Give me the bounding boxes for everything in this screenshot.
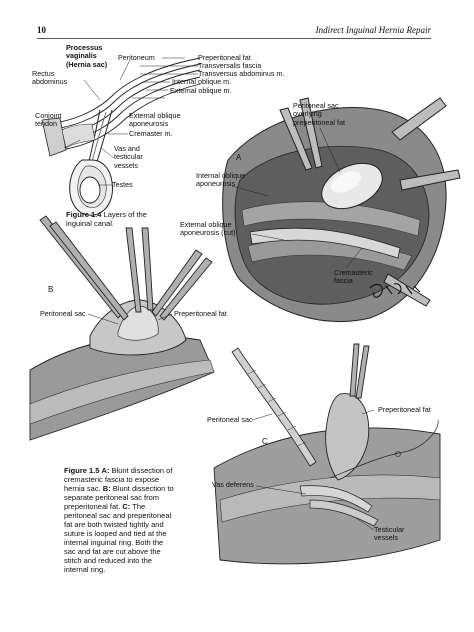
panel-b-letter: B bbox=[48, 285, 54, 294]
label-vas-deferens: Vas deferens bbox=[212, 480, 254, 489]
figure-1-4-caption: Figure 1.4 Layers of the inguinal canal. bbox=[66, 210, 174, 228]
label-processus-vaginalis: Processus vaginalis (Hernia sac) bbox=[66, 43, 108, 69]
figure-1-5-caption: Figure 1.5 A: Blunt dissection of cremas… bbox=[64, 466, 176, 574]
label-peritoneal-sac-b: Peritoneal sac bbox=[40, 309, 86, 318]
header-rule bbox=[37, 38, 431, 39]
caption-c-text: The peritoneal sac and preperitoneal fat… bbox=[64, 502, 172, 574]
label-external-oblique-aponeurosis-cut: External oblique aponeurosis (cut) bbox=[180, 220, 236, 238]
label-preperitoneal-fat-fig14: Preperitoneal fat bbox=[198, 53, 251, 62]
label-external-oblique-aponeurosis-fig14: External oblique aponeurosis bbox=[129, 111, 181, 129]
caption-b-text: Blunt dissection to separate peritoneal … bbox=[64, 484, 174, 511]
running-title: Indirect Inguinal Hernia Repair bbox=[315, 25, 431, 35]
label-transversus-abdominus: Transversus abdominus m. bbox=[198, 69, 285, 78]
page-number: 10 bbox=[37, 25, 46, 35]
label-external-oblique-m: External oblique m. bbox=[170, 86, 232, 95]
figure-1-5-caption-label: Figure 1.5 bbox=[64, 466, 100, 475]
label-peritoneal-sac-c: Peritoneal sac bbox=[207, 415, 253, 424]
label-vas-testicular-vessels: Vas and testicular vessels bbox=[114, 144, 143, 170]
label-peritoneal-sac-overlying: Peritoneal sac overlying preperitoneal f… bbox=[293, 101, 345, 127]
label-peritoneum: Peritoneum bbox=[118, 53, 155, 62]
label-preperitoneal-fat-b: Preperitoneal fat bbox=[174, 309, 227, 318]
panel-c-letter: C bbox=[262, 437, 268, 446]
label-transversalis-fascia: Transversalis fascia bbox=[198, 61, 262, 70]
label-rectus-abdominus: Rectus abdominus bbox=[32, 69, 68, 87]
caption-a-label: A: bbox=[101, 466, 110, 475]
caption-a-text: Blunt dissection of cremasteric fascia t… bbox=[64, 466, 173, 493]
panel-a-letter: A bbox=[236, 153, 242, 162]
figure-1-4-caption-label: Figure 1.4 bbox=[66, 210, 102, 219]
label-cremasteric-fascia: Cremasteric fascia bbox=[334, 268, 373, 286]
caption-c-label: C: bbox=[122, 502, 131, 511]
label-testes: Testes bbox=[112, 180, 133, 189]
caption-b-label: B: bbox=[102, 484, 111, 493]
label-conjoint-tendon: Conjoint tendon bbox=[35, 111, 62, 129]
label-internal-oblique-aponeurosis: Internal oblique aponeurosis bbox=[196, 171, 246, 189]
label-cremaster-m: Cremaster m. bbox=[129, 129, 173, 138]
label-preperitoneal-fat-c: Preperitoneal fat bbox=[378, 405, 431, 414]
label-internal-oblique-m: Internal oblique m. bbox=[172, 77, 232, 86]
label-testicular-vessels: Testicular vessels bbox=[374, 525, 405, 543]
figure-1-4-caption-text: Layers of the inguinal canal. bbox=[66, 210, 147, 228]
